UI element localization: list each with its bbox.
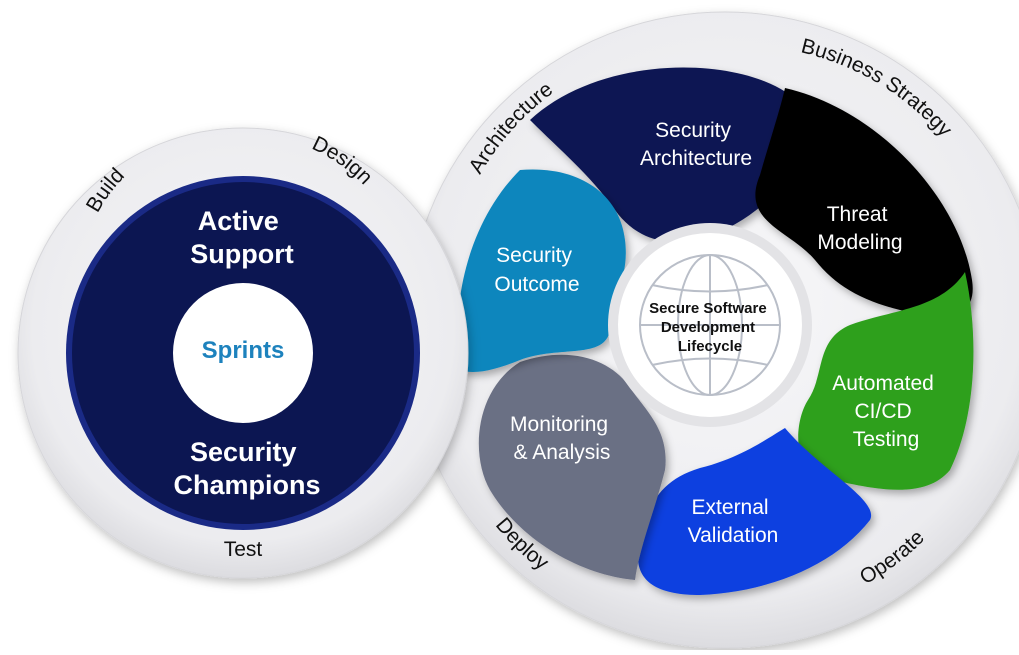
petal-security-outcome[interactable] bbox=[457, 169, 626, 372]
security-champions-line-1: Security bbox=[190, 437, 297, 467]
monitoring-line-1: Monitoring bbox=[510, 413, 608, 436]
svg-text:Security Champions: Security Champions bbox=[173, 437, 320, 500]
center-label-line-1: Secure Software bbox=[649, 300, 767, 317]
petal-external-validation[interactable] bbox=[637, 428, 872, 595]
security-outcome-line-1: Security bbox=[496, 244, 572, 267]
right-circle: Secure Software Development Lifecycle Se… bbox=[406, 11, 1019, 649]
external-validation-line-2: Validation bbox=[688, 524, 779, 547]
svg-text:Security Outcome: Security Outcome bbox=[494, 244, 579, 296]
sprints-circle bbox=[173, 283, 313, 423]
svg-text:Security Architecture: Security Architecture bbox=[640, 119, 752, 170]
ring-label-test: Test bbox=[224, 538, 263, 561]
active-support-line-1: Active bbox=[198, 206, 279, 236]
svg-text:Active Support: Active Support bbox=[190, 206, 293, 269]
globe-icon bbox=[639, 254, 781, 396]
automated-testing-line-3: Testing bbox=[853, 428, 920, 451]
petal-monitoring-analysis[interactable] bbox=[478, 354, 666, 580]
threat-modeling-line-2: Modeling bbox=[817, 231, 902, 254]
automated-testing-line-2: CI/CD bbox=[854, 400, 911, 423]
active-support-line-2: Support bbox=[190, 239, 293, 269]
svg-text:External Validation: External Validation bbox=[688, 496, 779, 547]
petal-threat-modeling[interactable] bbox=[755, 88, 973, 316]
svg-text:Automated CI/CD Te: Automated CI/CD Testing bbox=[832, 372, 939, 451]
svg-text:Monitoring & Analysis: Monitoring & Analysis bbox=[510, 413, 614, 464]
external-validation-line-1: External bbox=[692, 496, 769, 519]
svg-text:Threat Modeling: Threat Modeling bbox=[817, 203, 902, 254]
automated-testing-line-1: Automated bbox=[832, 372, 934, 395]
center-label-line-3: Lifecycle bbox=[678, 338, 742, 355]
center-label-line-2: Development bbox=[661, 319, 755, 336]
security-champions-line-2: Champions bbox=[173, 470, 320, 500]
threat-modeling-line-1: Threat bbox=[827, 203, 888, 226]
petal-security-architecture[interactable] bbox=[530, 67, 806, 243]
security-architecture-line-2: Architecture bbox=[640, 147, 752, 170]
left-circle: Sprints Active Support Security Champion… bbox=[17, 127, 469, 579]
sprints-label: Sprints bbox=[202, 337, 285, 364]
petal-automated-testing[interactable] bbox=[798, 272, 974, 490]
monitoring-line-2: & Analysis bbox=[514, 441, 611, 464]
security-architecture-line-1: Security bbox=[655, 119, 731, 142]
svg-text:Secure Software Developm: Secure Software Development Lifecycle bbox=[649, 300, 771, 355]
security-outcome-line-2: Outcome bbox=[494, 273, 579, 296]
